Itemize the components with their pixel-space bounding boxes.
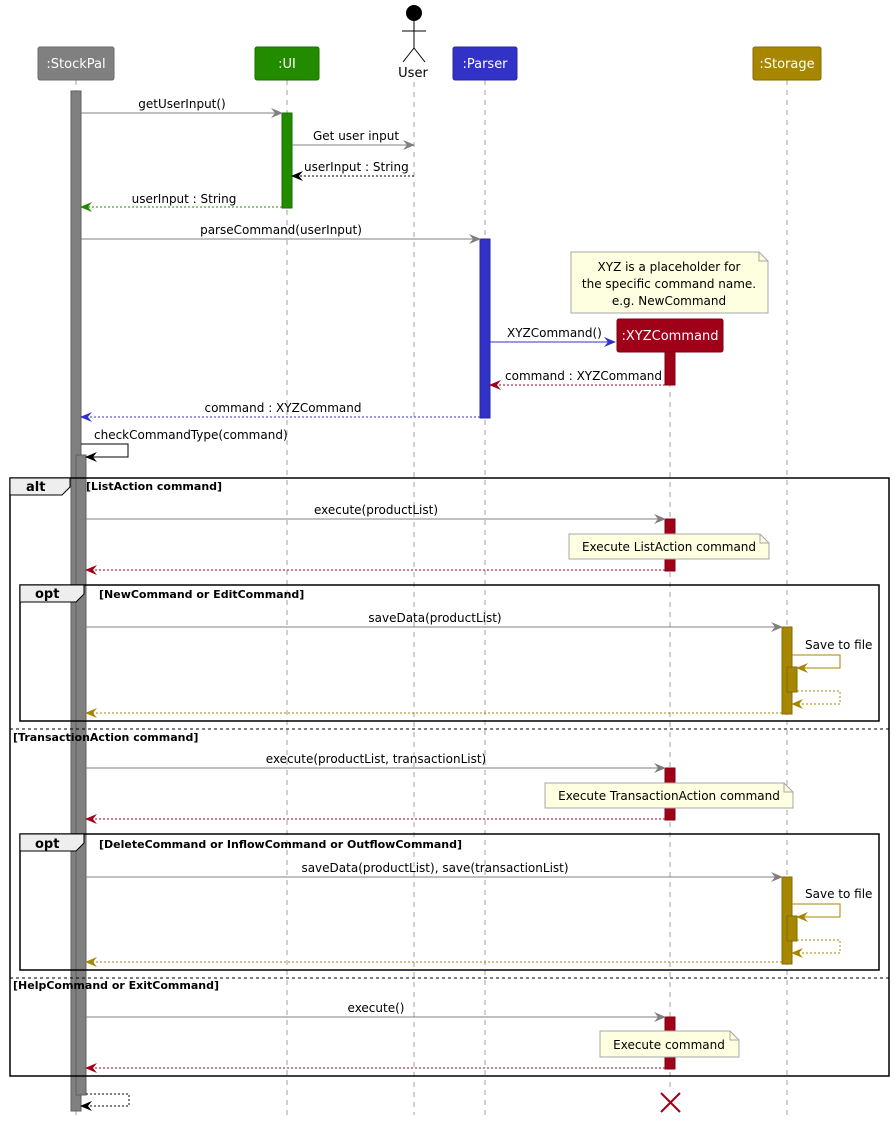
msg-user-input-return-ui-label: userInput : String [132,192,237,206]
msg-save-data-1-label: saveData(productList) [368,611,501,625]
alt-tag-box [9,477,71,496]
msg-command-return-parser: command : XYZCommand [80,401,480,422]
alt-guard-list: [ListAction command] [86,480,222,493]
alt-tag: alt [26,480,45,495]
msg-user-input-return-ui: userInput : String [80,192,282,212]
msg-self-return-stockpal [80,1093,130,1111]
msg-execute-list: execute(productList) [86,503,666,524]
note-transaction: Execute TransactionAction command [544,782,794,809]
activations [70,90,798,1112]
msg-save-to-file-2-return [791,939,841,958]
note-execute-text: Execute command [613,1038,725,1052]
opt-fragment-2: opt [DeleteCommand or InflowCommand or O… [19,833,880,971]
msg-get-user-input-user-label: Get user input [313,129,399,143]
activation-ui [281,112,293,209]
participant-ui-label: :UI [278,57,296,72]
opt2-guard: [DeleteCommand or InflowCommand or Outfl… [99,838,462,851]
msg-parse-command-label: parseCommand(userInput) [200,223,362,237]
msg-command-return-parser-label: command : XYZCommand [204,401,361,415]
msg-execute-transaction: execute(productList, transactionList) [86,752,666,773]
note-placeholder-line-2: the specific command name. [582,277,756,291]
note-execute: Execute command [599,1030,740,1058]
msg-check-command-type-label: checkCommandType(command) [94,428,288,442]
note-list-text: Execute ListAction command [582,540,756,554]
note-placeholder: XYZ is a placeholder for the specific co… [570,251,769,314]
opt2-tag: opt [35,837,59,852]
participant-user: User [398,5,428,81]
msg-get-user-input: getUserInput() [81,97,283,118]
activation-parser [479,238,491,419]
opt-fragment-1: opt [NewCommand or EditCommand] [19,584,880,722]
msg-check-command-type: checkCommandType(command) [81,428,288,462]
msg-get-user-input-user: Get user input [292,129,415,150]
participant-xyz: :XYZCommand [616,318,724,353]
participant-ui: :UI [254,46,320,81]
participant-storage-label: :Storage [759,57,814,72]
opt1-guard: [NewCommand or EditCommand] [99,588,304,601]
msg-save-data-2: saveData(productList), save(transactionL… [86,861,783,882]
destroy-x-icon [660,1092,681,1113]
msg-save-data-2-label: saveData(productList), save(transactionL… [301,861,568,875]
msg-save-to-file-2-label: Save to file [805,887,872,901]
note-transaction-text: Execute TransactionAction command [558,789,780,803]
actor-head-icon [406,5,422,21]
msg-save-to-file-1: Save to file [792,638,872,673]
msg-save-data-1: saveData(productList) [86,611,783,632]
participant-stockpal: :StockPal [37,46,115,81]
note-placeholder-line-3: e.g. NewCommand [612,294,726,308]
participant-parser-label: :Parser [462,57,508,72]
activation-storage-2-self [786,915,798,942]
participant-parser: :Parser [452,46,518,81]
participant-user-label: User [398,66,428,81]
alt-fragment: alt [ListAction command] [TransactionAct… [9,477,890,1077]
opt1-tag: opt [35,587,59,602]
msg-parse-command: parseCommand(userInput) [81,223,481,244]
msg-user-input-return-label: userInput : String [304,160,409,174]
note-list: Execute ListAction command [568,533,770,560]
msg-get-user-input-label: getUserInput() [138,97,226,111]
activation-stockpal-nested [75,454,87,1096]
alt-guard-transaction: [TransactionAction command] [13,731,198,744]
msg-execute-list-label: execute(productList) [314,503,438,517]
msg-user-input-return: userInput : String [291,160,414,181]
msg-xyz-create-label: XYZCommand() [507,326,602,340]
msg-execute-plain-label: execute() [348,1001,405,1015]
alt-guard-help-exit: [HelpCommand or ExitCommand] [13,979,219,992]
participant-stockpal-label: :StockPal [46,57,105,72]
msg-save-to-file-1-label: Save to file [805,638,872,652]
msg-save-to-file-2: Save to file [792,887,872,922]
activation-xyz-create [664,351,676,386]
note-placeholder-line-1: XYZ is a placeholder for [598,260,741,274]
participant-xyz-label: :XYZCommand [622,329,719,344]
msg-execute-transaction-label: execute(productList, transactionList) [266,752,486,766]
msg-save-to-file-1-return [791,690,841,709]
msg-xyz-create: XYZCommand() [490,326,616,347]
participant-storage: :Storage [752,46,822,81]
msg-command-return-xyz-label: command : XYZCommand [505,369,662,383]
opt1-tag-box [19,584,85,603]
opt2-tag-box [19,833,85,852]
msg-execute-plain: execute() [86,1001,666,1022]
msg-command-return-xyz: command : XYZCommand [489,369,665,390]
activation-storage-1-self [786,666,798,693]
